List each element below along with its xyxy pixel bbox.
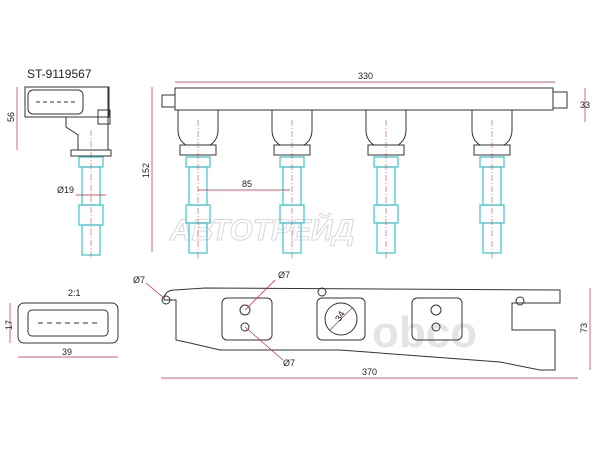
dim-34: 34 bbox=[333, 309, 347, 323]
dim-33: 33 bbox=[580, 100, 590, 110]
coil-tower-2 bbox=[271, 110, 313, 258]
watermark-logo: obco bbox=[372, 308, 477, 357]
coil-tower-3 bbox=[365, 110, 407, 258]
part-number: ST-9119567 bbox=[27, 67, 92, 81]
dim-39: 39 bbox=[62, 347, 72, 357]
coil-tower-4 bbox=[471, 110, 513, 258]
dim-85: 85 bbox=[242, 179, 252, 189]
dim-330: 330 bbox=[358, 71, 373, 81]
dim-370: 370 bbox=[362, 367, 377, 377]
dim-hole-bottom: Ø7 bbox=[283, 358, 295, 368]
dim-hole-top: Ø7 bbox=[278, 270, 290, 280]
plug-view: 2:1 17 39 bbox=[4, 288, 119, 358]
dim-56: 56 bbox=[6, 112, 16, 122]
dim-hole-left: Ø7 bbox=[133, 275, 145, 285]
front-view: 330 152 33 85 bbox=[141, 71, 590, 258]
watermark-brand: АВТОТРЕЙД bbox=[169, 212, 354, 247]
bottom-view: Ø7 Ø7 Ø7 34 73 370 bbox=[133, 270, 591, 379]
scale-label: 2:1 bbox=[68, 288, 81, 298]
coil-tower-1 bbox=[177, 110, 219, 258]
dim-boot-diameter: Ø19 bbox=[57, 185, 74, 195]
dim-73: 73 bbox=[579, 323, 589, 333]
side-view: 56 Ø19 bbox=[6, 86, 112, 258]
dim-152: 152 bbox=[141, 163, 151, 178]
dim-17: 17 bbox=[4, 320, 14, 330]
